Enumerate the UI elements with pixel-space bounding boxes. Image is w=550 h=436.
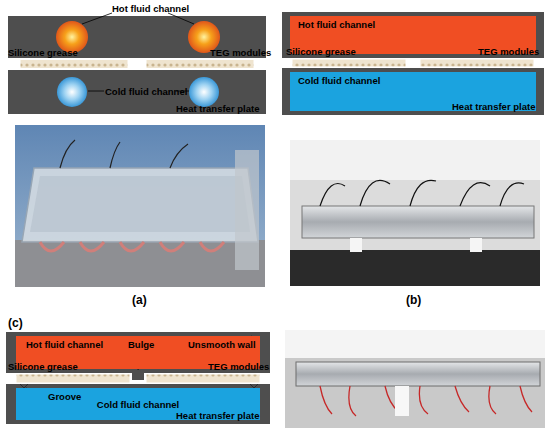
photo-background bbox=[285, 330, 545, 428]
part-label: TEG modules bbox=[208, 361, 269, 372]
channel-label: Hot fluid channel bbox=[26, 339, 103, 350]
schematic-b bbox=[282, 12, 544, 115]
photo-floor bbox=[290, 250, 540, 286]
panel-label: (a) bbox=[132, 293, 147, 307]
panel-label: (b) bbox=[406, 293, 421, 307]
photo-c bbox=[285, 330, 545, 428]
cold-channel bbox=[57, 77, 87, 107]
teg-module bbox=[292, 59, 406, 67]
schematic-c bbox=[6, 332, 270, 424]
tube bbox=[40, 242, 224, 251]
part-label: Heat transfer plate bbox=[176, 410, 259, 421]
photo-wall bbox=[285, 330, 545, 358]
support bbox=[395, 386, 409, 416]
part-label: Silicone grease bbox=[286, 46, 356, 57]
photo-background bbox=[290, 140, 540, 286]
channel-label: Cold fluid channel bbox=[97, 399, 179, 410]
photo-table bbox=[15, 240, 265, 287]
support bbox=[350, 238, 362, 252]
heat-transfer-plate bbox=[282, 12, 544, 58]
photo-b bbox=[290, 140, 540, 286]
part-label: Cold fluid channel bbox=[105, 86, 187, 97]
teg-module bbox=[20, 60, 128, 69]
part-label: Heat transfer plate bbox=[176, 103, 259, 114]
support bbox=[470, 238, 482, 252]
part-label: TEG modules bbox=[478, 46, 539, 57]
schematic-a bbox=[8, 13, 266, 114]
wire bbox=[60, 140, 188, 168]
channel-label: Hot fluid channel bbox=[298, 19, 375, 30]
acrylic-device bbox=[30, 176, 250, 232]
gap bbox=[8, 58, 266, 70]
photo-a bbox=[15, 125, 265, 287]
acrylic-device bbox=[22, 168, 258, 242]
wire bbox=[320, 180, 524, 206]
device bbox=[302, 206, 534, 238]
part-label: Bulge bbox=[128, 339, 154, 350]
heat-transfer-plate bbox=[6, 332, 270, 373]
heat-transfer-plate bbox=[282, 68, 544, 115]
photo-wall bbox=[290, 140, 540, 180]
part-label: Silicone grease bbox=[8, 361, 78, 372]
cold-channel bbox=[189, 77, 219, 107]
part-label: Heat transfer plate bbox=[452, 101, 535, 112]
teg-module bbox=[420, 59, 534, 67]
teg-module bbox=[146, 374, 260, 383]
part-label: Unsmooth wall bbox=[188, 339, 256, 350]
leader-line bbox=[88, 91, 104, 92]
heat-transfer-plate bbox=[8, 70, 266, 114]
wire bbox=[320, 386, 532, 416]
device bbox=[296, 362, 540, 386]
part-label: Silicone grease bbox=[8, 47, 78, 58]
gap bbox=[282, 58, 544, 68]
panel-label: (c) bbox=[8, 316, 23, 330]
bulge bbox=[132, 370, 144, 380]
stand bbox=[235, 150, 259, 270]
teg-module bbox=[16, 374, 130, 383]
channel-label: Cold fluid channel bbox=[298, 75, 380, 86]
part-label: Groove bbox=[48, 391, 81, 402]
part-label: Hot fluid channel bbox=[112, 3, 189, 14]
photo-background bbox=[15, 125, 265, 287]
heat-transfer-plate bbox=[6, 384, 270, 424]
teg-module bbox=[146, 60, 254, 69]
leader-line bbox=[82, 13, 112, 24]
leader-line bbox=[168, 13, 194, 24]
part-label: TEG modules bbox=[210, 47, 271, 58]
